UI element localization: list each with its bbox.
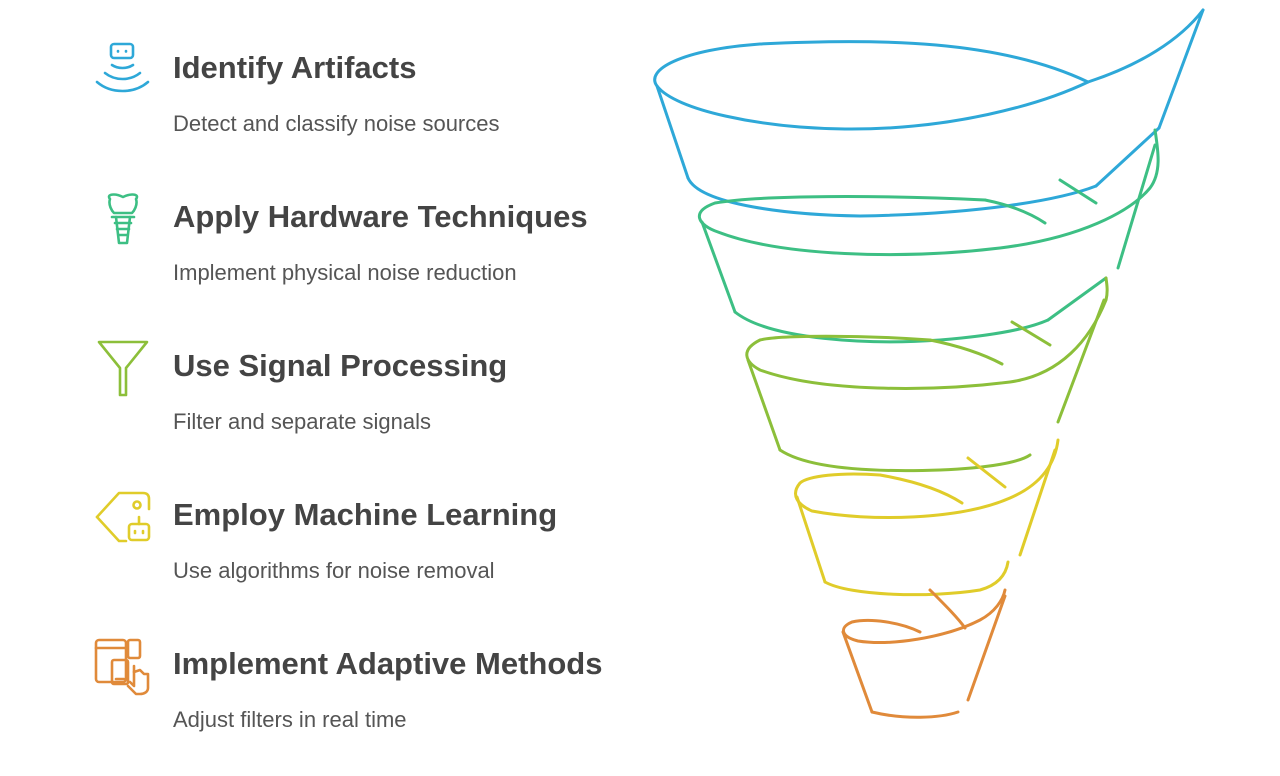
funnel-band-5	[841, 588, 1007, 719]
step-title: Apply Hardware Techniques	[173, 199, 588, 234]
step-description: Filter and separate signals	[173, 409, 432, 434]
funnel-band-1	[653, 8, 1205, 218]
dental-implant-icon	[107, 193, 139, 245]
step-title: Identify Artifacts	[173, 50, 417, 85]
funnel-filter-icon	[97, 340, 149, 397]
step-title: Employ Machine Learning	[173, 497, 558, 532]
responsive-devices-icon	[94, 638, 150, 696]
robot-signal-icon	[95, 42, 150, 93]
robot-tag-icon	[95, 491, 151, 543]
step-description: Adjust filters in real time	[173, 707, 407, 732]
step-description: Detect and classify noise sources	[173, 111, 500, 136]
step-identify-artifacts: Identify Artifacts Detect and classify n…	[0, 40, 640, 180]
funnel-band-2	[698, 128, 1160, 344]
funnel-diagram	[653, 8, 1205, 719]
funnel-band-3	[745, 276, 1109, 473]
funnel-band-4	[794, 438, 1060, 597]
step-description: Use algorithms for noise removal	[173, 558, 495, 583]
step-implement-adaptive-methods: Implement Adaptive Methods Adjust filter…	[0, 636, 640, 776]
step-use-signal-processing: Use Signal Processing Filter and separat…	[0, 338, 640, 478]
step-apply-hardware-techniques: Apply Hardware Techniques Implement phys…	[0, 189, 640, 329]
step-title: Implement Adaptive Methods	[173, 646, 603, 681]
step-title: Use Signal Processing	[173, 348, 508, 383]
step-description: Implement physical noise reduction	[173, 260, 517, 285]
step-employ-machine-learning: Employ Machine Learning Use algorithms f…	[0, 487, 640, 627]
